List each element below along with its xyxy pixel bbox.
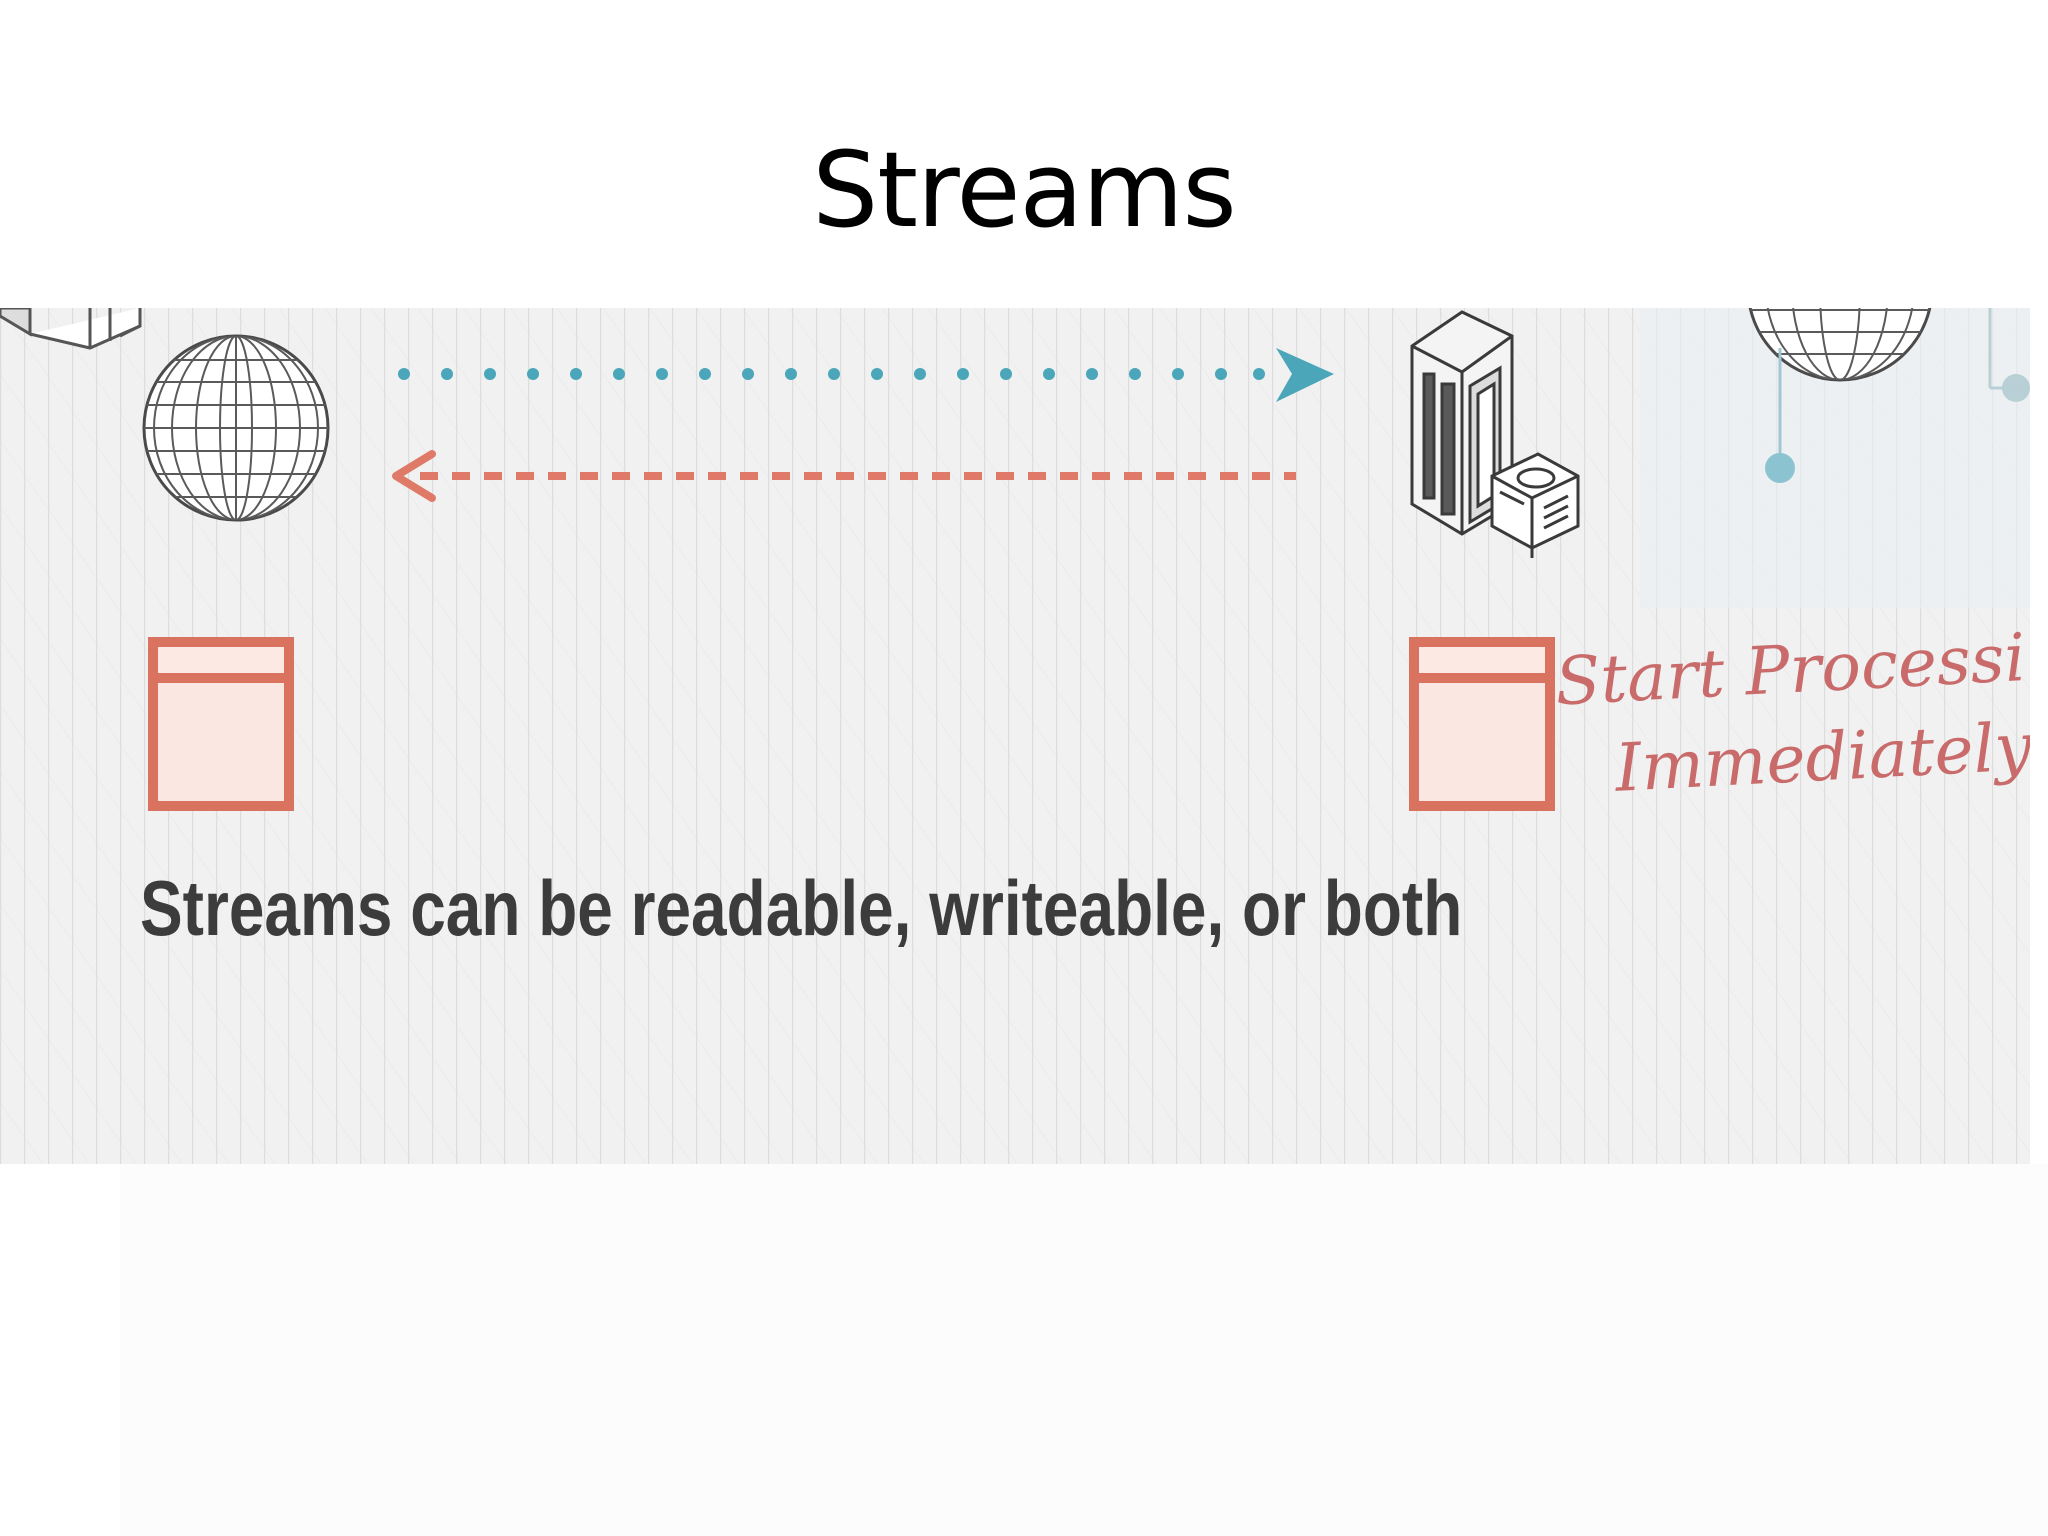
- server-icon: [1410, 310, 1580, 558]
- illustration-canvas: [0, 308, 2030, 1164]
- figure-caption: Streams can be readable, writeable, or b…: [140, 864, 1463, 952]
- buffer-window-icon: [148, 637, 294, 811]
- network-nodes: [1765, 308, 2030, 483]
- globe-icon: [142, 334, 330, 522]
- slide-lower-area: [120, 1164, 2048, 1536]
- slide-title: Streams: [812, 129, 1236, 251]
- globe-icon: [1748, 308, 1932, 382]
- streams-illustration: Start Processing Immediately Streams can…: [0, 308, 2030, 1164]
- dotted-arrow-right-icon: [398, 348, 1334, 402]
- building-icon: [0, 308, 142, 350]
- dashed-arrow-left-icon: [392, 450, 1296, 502]
- buffer-window-icon: [1409, 637, 1555, 811]
